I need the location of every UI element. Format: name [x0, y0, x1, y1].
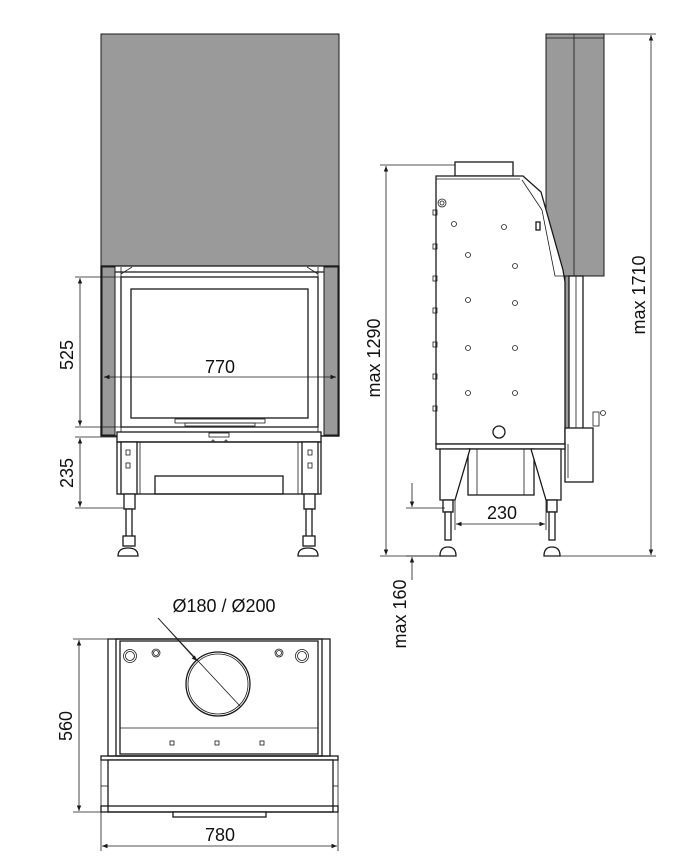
dim-label-160: max 160	[390, 579, 410, 648]
side-body	[435, 175, 566, 445]
dim-label-780: 780	[205, 825, 235, 845]
dim-label-560: 560	[56, 711, 76, 741]
flue-outlet	[185, 651, 251, 717]
side-hood	[545, 33, 605, 277]
dim-label-235: 235	[57, 458, 77, 488]
top-view: Ø180 / Ø200 560 780	[56, 596, 339, 851]
dim-label-770: 770	[205, 357, 235, 377]
front-door	[120, 276, 319, 428]
dim-label-525: 525	[57, 340, 77, 370]
side-view: max 1290 max 1710 230 max 160	[364, 33, 656, 649]
dim-label-1710: max 1710	[629, 255, 649, 334]
front-hood	[100, 33, 340, 269]
dim-label-230: 230	[487, 503, 517, 523]
dim-label-diameter: Ø180 / Ø200	[172, 596, 275, 616]
dim-label-1290: max 1290	[364, 318, 384, 397]
front-body	[100, 265, 340, 437]
front-view: 525 770 235	[57, 33, 340, 557]
front-glass	[130, 288, 309, 419]
